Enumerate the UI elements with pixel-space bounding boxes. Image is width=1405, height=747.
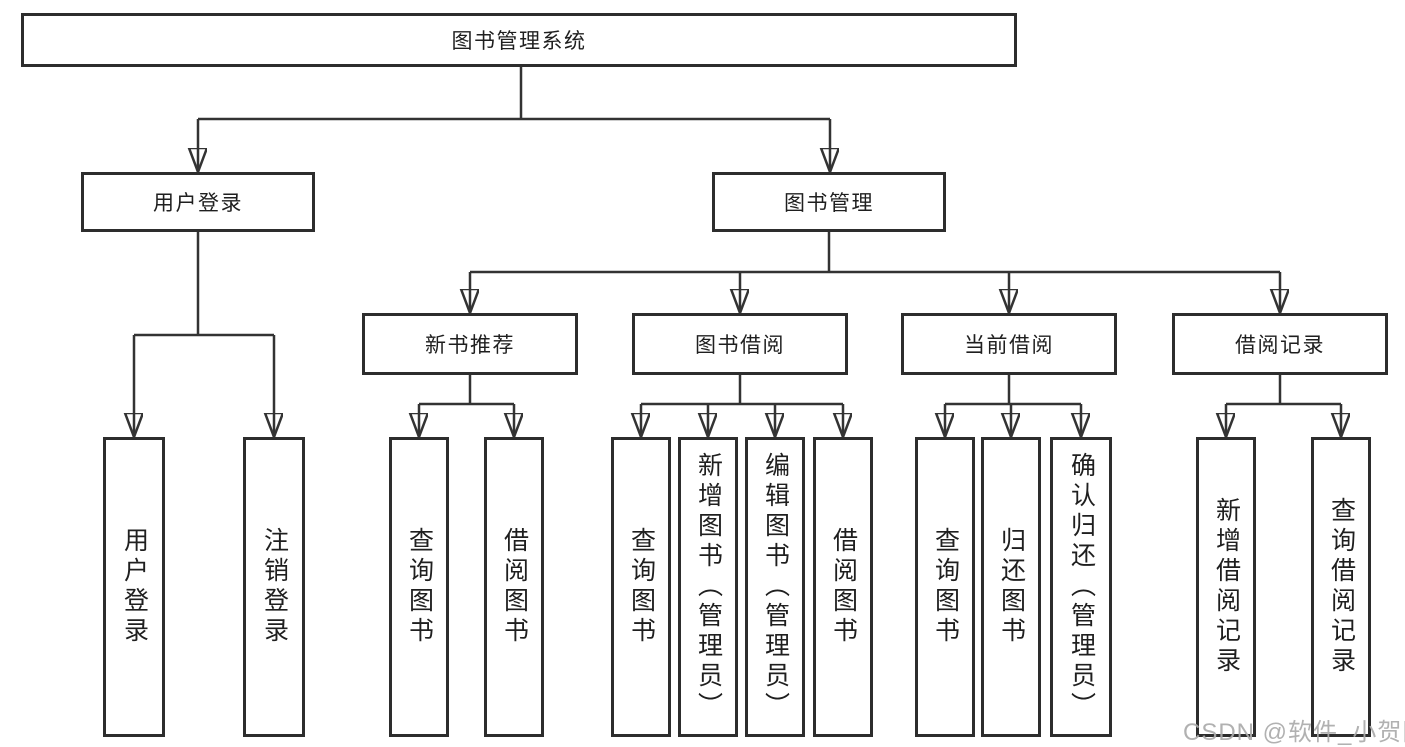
node-borrowing-records: 借阅记录 [1172,313,1388,375]
leaf-label: 用户登录 [120,527,149,647]
leaf-user-login: 用户登录 [103,437,165,737]
leaf-return-books: 归还图书 [981,437,1041,737]
leaf-label: 新增借阅记录 [1212,497,1241,677]
node-label: 用户登录 [153,192,243,215]
node-library-management-system: 图书管理系统 [21,13,1017,67]
leaf-label: 借阅图书 [500,527,529,647]
leaf-query-borrow-record: 查询借阅记录 [1311,437,1371,737]
leaf-query-books-recommend: 查询图书 [389,437,449,737]
leaf-label: 确认归还（管理员） [1067,452,1096,722]
leaf-label: 查询图书 [931,527,960,647]
leaf-edit-books-admin: 编辑图书（管理员） [745,437,805,737]
node-current-borrowing: 当前借阅 [901,313,1117,375]
leaf-add-books-admin: 新增图书（管理员） [678,437,738,737]
node-label: 借阅记录 [1235,334,1325,357]
leaf-query-books-current: 查询图书 [915,437,975,737]
leaf-logout-login: 注销登录 [243,437,305,737]
leaf-borrow-books-borrowing: 借阅图书 [813,437,873,737]
node-label: 图书管理系统 [451,30,587,53]
node-new-book-recommend: 新书推荐 [362,313,578,375]
connector-book-borrowing-children [641,375,843,437]
leaf-label: 查询借阅记录 [1327,497,1356,677]
connector-root-to-level2 [198,67,830,172]
node-label: 新书推荐 [425,334,515,357]
connector-book-management-children [470,232,1280,313]
leaf-label: 注销登录 [260,527,289,647]
leaf-label: 编辑图书（管理员） [761,452,790,722]
csdn-watermark: CSDN @软件_小贺同学 [1183,719,1405,746]
leaf-add-borrow-record: 新增借阅记录 [1196,437,1256,737]
node-book-borrowing: 图书借阅 [632,313,848,375]
connector-user-login-children [134,232,274,437]
node-label: 图书借阅 [695,334,785,357]
leaf-query-books-borrowing: 查询图书 [611,437,671,737]
connector-borrowing-records-children [1226,375,1341,437]
connector-new-book-recommend-children [419,375,514,437]
connector-current-borrowing-children [945,375,1081,437]
node-label: 图书管理 [784,192,874,215]
leaf-label: 归还图书 [997,527,1026,647]
leaf-label: 借阅图书 [829,527,858,647]
leaf-label: 新增图书（管理员） [694,452,723,722]
node-book-management: 图书管理 [712,172,946,232]
leaf-borrow-books-recommend: 借阅图书 [484,437,544,737]
leaf-confirm-return-admin: 确认归还（管理员） [1050,437,1112,737]
node-user-login: 用户登录 [81,172,315,232]
node-label: 当前借阅 [964,334,1054,357]
leaf-label: 查询图书 [627,527,656,647]
leaf-label: 查询图书 [405,527,434,647]
